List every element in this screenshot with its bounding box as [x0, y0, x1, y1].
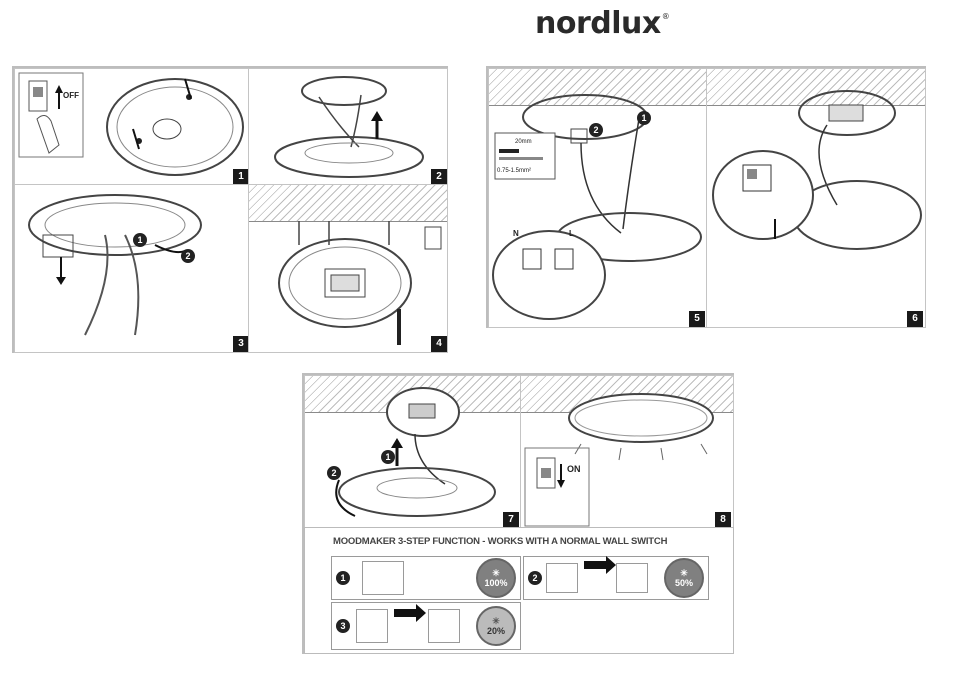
- live-label: L: [569, 229, 574, 238]
- switch-icon: [616, 563, 648, 593]
- ceiling-hatch: [489, 69, 707, 106]
- wire-gauge-label: 0.75-1.5mm²: [497, 168, 532, 174]
- light-icon: ✳: [492, 568, 500, 578]
- step-2-illustration: [274, 76, 424, 178]
- brightness-dial-50: ✳ 50%: [664, 558, 704, 598]
- step-8-illustration: [524, 393, 714, 527]
- callout-1: 1: [133, 233, 147, 247]
- mode-1-index: 1: [336, 571, 350, 585]
- step-8-panel: ON 8: [520, 375, 734, 529]
- step-1-number: 1: [233, 169, 249, 185]
- on-label: ON: [567, 464, 581, 474]
- arrow-right-icon: [584, 556, 616, 574]
- callout-2: 2: [327, 466, 341, 480]
- step-4-illustration: [278, 221, 442, 345]
- ceiling-hatch: [707, 69, 925, 106]
- callout-2: 2: [181, 249, 195, 263]
- step-1-illustration: [18, 72, 244, 176]
- neutral-label: N: [513, 229, 519, 238]
- switch-icon: [546, 563, 578, 593]
- steps-5-6-group: 20mm 0.75-1.5mm² N L 1 2 5 6: [486, 66, 926, 328]
- callout-2: 2: [589, 123, 603, 137]
- step-4-number: 4: [431, 336, 447, 352]
- step-4-panel: 4: [248, 184, 448, 353]
- step-1-panel: OFF 1: [14, 68, 250, 186]
- step-3-panel: 1 2 3: [14, 184, 250, 353]
- step-8-number: 8: [715, 512, 731, 528]
- switch-icon: [356, 609, 388, 643]
- arrow-right-icon: [394, 604, 426, 622]
- callout-1: 1: [381, 450, 395, 464]
- steps-7-8-group: 1 2 7 ON 8 MOODMAKER 3-STEP FUNCTION - W…: [302, 373, 734, 654]
- mode-2-index: 2: [528, 571, 542, 585]
- step-5-panel: 20mm 0.75-1.5mm² N L 1 2 5: [488, 68, 708, 328]
- brightness-dial-100: ✳ 100%: [476, 558, 516, 598]
- step-5-illustration: [492, 94, 702, 320]
- step-2-number: 2: [431, 169, 447, 185]
- step-3-illustration: [28, 194, 202, 336]
- off-label: OFF: [63, 91, 79, 100]
- step-3-number: 3: [233, 336, 249, 352]
- switch-icon: [428, 609, 460, 643]
- mode-3-index: 3: [336, 619, 350, 633]
- step-2-panel: 2: [248, 68, 448, 186]
- registered-mark: ®: [661, 12, 670, 21]
- switch-icon: [362, 561, 404, 595]
- step-5-number: 5: [689, 311, 705, 327]
- light-icon: ✳: [492, 616, 500, 626]
- steps-1-4-group: OFF 1 2 1 2 3: [12, 66, 448, 353]
- light-icon: ✳: [680, 568, 688, 578]
- step-6-panel: 6: [706, 68, 926, 328]
- step-6-illustration: [712, 90, 922, 250]
- mode-3-row: 3 ✳ 20%: [331, 602, 521, 650]
- mode-1-level: 100%: [484, 578, 508, 588]
- brand-name: nordlux: [535, 6, 661, 41]
- brightness-dial-20: ✳ 20%: [476, 606, 516, 646]
- moodmaker-panel: MOODMAKER 3-STEP FUNCTION - WORKS WITH A…: [304, 527, 734, 654]
- callout-1: 1: [637, 111, 651, 125]
- moodmaker-caption: MOODMAKER 3-STEP FUNCTION - WORKS WITH A…: [333, 536, 668, 547]
- step-7-panel: 1 2 7: [304, 375, 522, 529]
- mode-2-row: 2 ✳ 50%: [523, 556, 709, 600]
- mode-3-level: 20%: [486, 626, 505, 636]
- ceiling-hatch: [249, 185, 447, 222]
- mode-2-level: 50%: [674, 578, 693, 588]
- step-7-illustration: [335, 387, 496, 517]
- step-7-number: 7: [503, 512, 519, 528]
- step-6-number: 6: [907, 311, 923, 327]
- wire-strip-label: 20mm: [515, 139, 532, 145]
- mode-1-row: 1 ✳ 100%: [331, 556, 521, 600]
- brand-logo: nordlux®: [535, 6, 670, 41]
